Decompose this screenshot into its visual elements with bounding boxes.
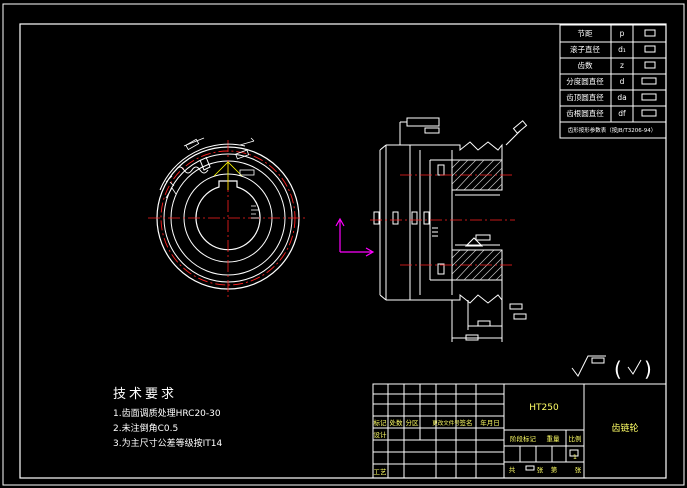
scale-value: 1 — [573, 453, 577, 461]
param-name-4: 齿顶圆直径 — [566, 92, 604, 102]
param-symbol-5: df — [618, 109, 626, 118]
craft-label: 工艺 — [374, 468, 388, 476]
param-symbol-4: da — [617, 93, 626, 102]
row-label-zone: 分区 — [406, 418, 420, 427]
scale-label: 比例 — [569, 434, 582, 443]
row-label-change-doc: 更改文件号 — [432, 419, 460, 427]
drawing-name-text: 齿链轮 — [611, 422, 638, 434]
param-name-2: 齿数 — [578, 60, 593, 70]
param-name-5: 齿根圆直径 — [566, 108, 604, 118]
ucs-icon — [335, 217, 375, 257]
material-text: HT250 — [529, 403, 559, 413]
param-table — [559, 24, 667, 139]
sheet-number-label: 第 — [551, 465, 558, 474]
sheet-number-unit: 张 — [575, 465, 582, 474]
inner-frame — [19, 23, 667, 479]
roughness-symbol — [571, 355, 642, 377]
section-centerlines — [370, 174, 515, 266]
tech-requirement-1: 1.齿面调质处理HRC20-30 — [113, 407, 221, 419]
param-symbol-1: d₁ — [618, 45, 626, 54]
roughness-open-paren: ( — [614, 357, 622, 381]
tech-requirements: 技术要求 1.齿面调质处理HRC20-30 2.未注倒角C0.5 3.为主尺寸公… — [113, 387, 222, 449]
title-block-text: HT250 齿链轮 标记 处数 分区 更改文件号 签名 年月日 设计 工艺 阶段… — [374, 403, 639, 476]
param-symbol-0: p — [620, 29, 625, 38]
tech-requirement-3: 3.为主尺寸公差等级按IT14 — [113, 437, 222, 449]
row-label-signature: 签名 — [460, 418, 473, 427]
sheet-total-unit: 张 — [537, 465, 544, 474]
outer-frame — [2, 3, 685, 486]
tech-requirement-2: 2.未注倒角C0.5 — [113, 422, 178, 434]
param-name-3: 分度圆直径 — [566, 76, 604, 86]
param-symbol-2: z — [620, 61, 624, 70]
stage-label: 阶段标记 — [510, 434, 537, 443]
sheet-total-label: 共 — [509, 465, 516, 474]
param-table-text: 节距 p 滚子直径 d₁ 齿数 z 分度圆直径 d 齿顶圆直径 da 齿根圆直径… — [566, 29, 656, 134]
param-name-1: 滚子直径 — [570, 44, 600, 54]
title-block — [372, 383, 667, 479]
param-symbol-3: d — [620, 77, 625, 86]
weight-label: 重量 — [547, 435, 561, 443]
param-name-0: 节距 — [578, 29, 593, 38]
row-label-count: 处数 — [390, 418, 404, 427]
row-label-mark: 标记 — [374, 418, 388, 427]
roughness-close-paren: ) — [644, 357, 652, 381]
param-table-footer: 齿形按形参数表（按JB/T3206-94） — [568, 126, 657, 134]
tech-requirements-title: 技术要求 — [113, 387, 177, 402]
row-label-date: 年月日 — [480, 418, 500, 427]
front-view — [148, 137, 308, 298]
design-label: 设计 — [374, 430, 388, 439]
section-view — [373, 117, 528, 342]
